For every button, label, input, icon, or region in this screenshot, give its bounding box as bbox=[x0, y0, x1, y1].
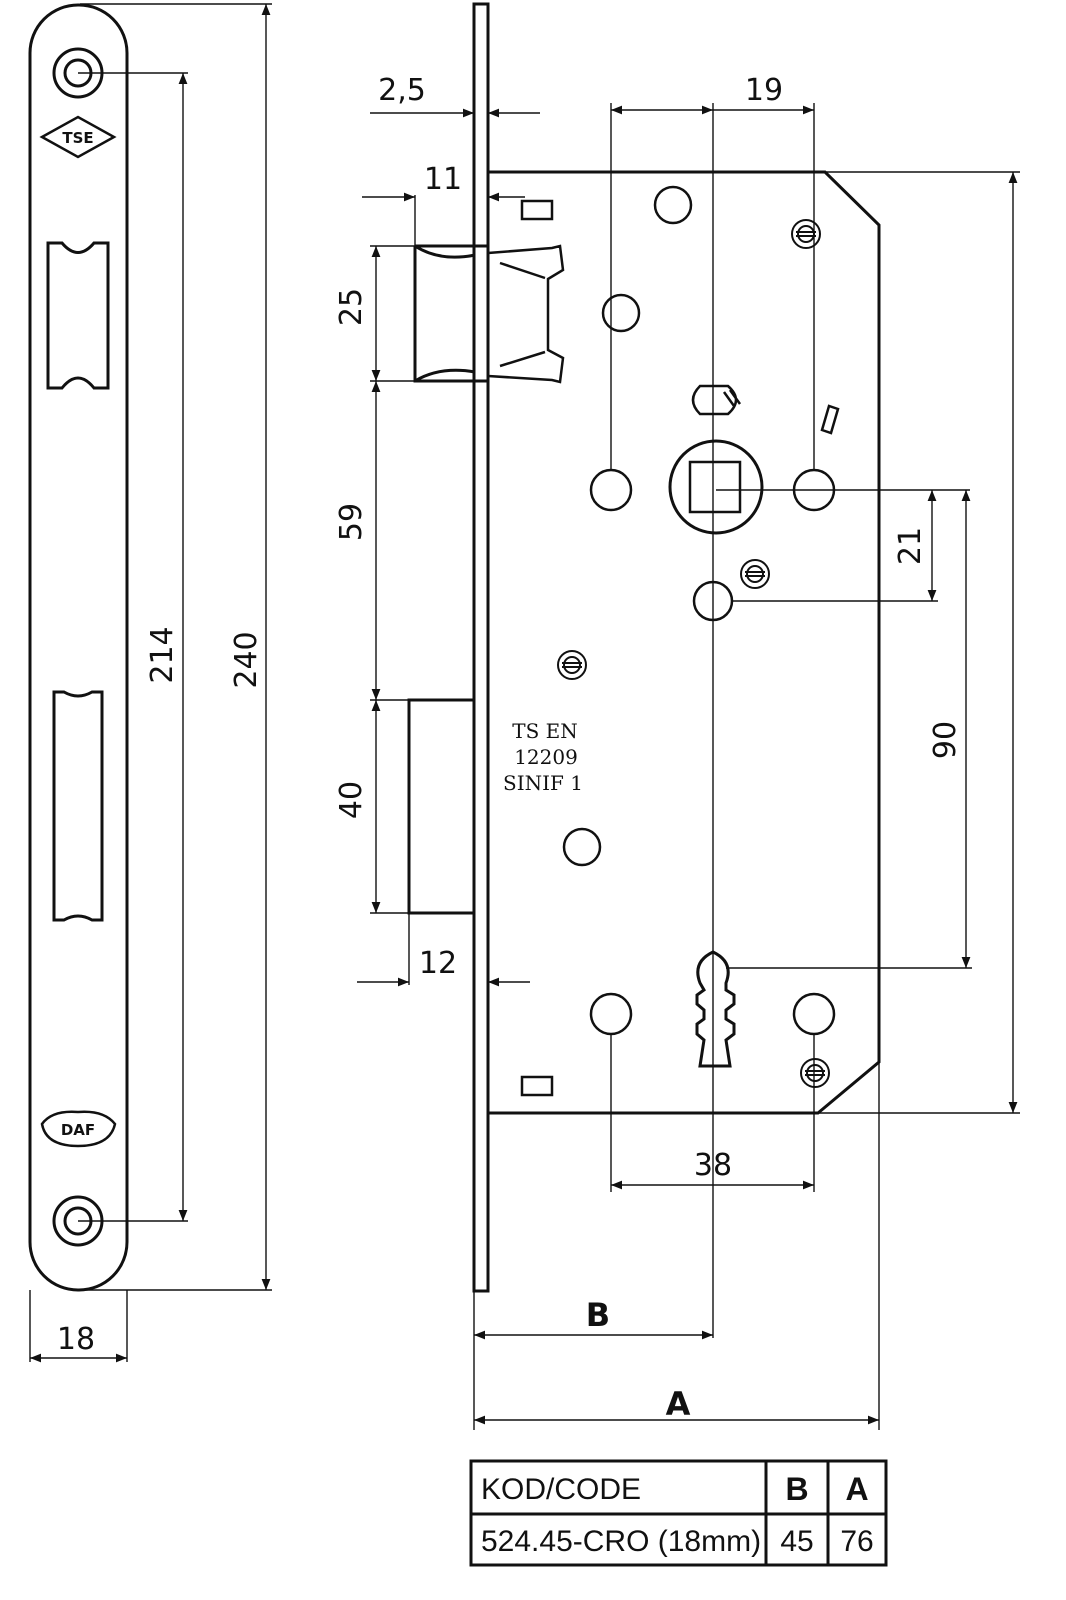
spec-table bbox=[469, 1459, 888, 1567]
table-cell-a: 76 bbox=[840, 1525, 873, 1558]
dim-40: 40 bbox=[334, 781, 369, 819]
hole-left bbox=[589, 468, 633, 512]
hole-top bbox=[653, 185, 693, 225]
standard-text-line-3: SINIF 1 bbox=[503, 771, 583, 795]
latch bbox=[413, 244, 488, 383]
standard-text-line-2: 12209 bbox=[514, 745, 578, 769]
strike-plate: TSE DAF bbox=[28, 3, 129, 1292]
strike-dimensions bbox=[29, 3, 272, 1363]
rivet bbox=[557, 650, 587, 680]
svg-text:TSE: TSE bbox=[62, 129, 93, 147]
dim-18: 18 bbox=[57, 1322, 95, 1357]
svg-text:DAF: DAF bbox=[61, 1121, 95, 1139]
lock-body bbox=[407, 2, 881, 1293]
keyhole bbox=[695, 950, 736, 1068]
dim-21: 21 bbox=[893, 527, 928, 565]
table-header-code: KOD/CODE bbox=[481, 1473, 641, 1506]
hole-upper-left bbox=[601, 293, 641, 333]
dim-11: 11 bbox=[424, 162, 462, 197]
label-b: B bbox=[586, 1296, 610, 1334]
standard-text-line-1: TS EN bbox=[512, 719, 578, 743]
dim-19: 19 bbox=[745, 73, 783, 108]
hole-middle bbox=[562, 827, 602, 867]
spring-slot bbox=[820, 404, 840, 435]
latch-slot bbox=[691, 384, 742, 416]
table-cell-code: 524.45-CRO (18mm) bbox=[481, 1525, 761, 1558]
follower bbox=[668, 439, 764, 535]
dim-214: 214 bbox=[145, 626, 180, 683]
slot-top bbox=[520, 199, 554, 221]
dim-25: 25 bbox=[334, 288, 369, 326]
rivet bbox=[740, 559, 770, 589]
hole-bottom-right bbox=[792, 992, 836, 1036]
daf-logo: DAF bbox=[40, 1110, 117, 1148]
latch-mechanism bbox=[487, 244, 565, 384]
hole-bottom-left bbox=[589, 992, 633, 1036]
dim-59: 59 bbox=[334, 503, 369, 541]
table-header-a: A bbox=[845, 1471, 868, 1507]
table-cell-b: 45 bbox=[780, 1525, 813, 1558]
strike-bolt-opening bbox=[52, 690, 104, 922]
dim-12: 12 bbox=[419, 946, 457, 981]
slot-bottom bbox=[520, 1075, 554, 1097]
table-header-b: B bbox=[785, 1471, 808, 1507]
lock-dimensions bbox=[357, 103, 1020, 1430]
dim-2-5: 2,5 bbox=[378, 73, 426, 108]
rivet bbox=[800, 1058, 830, 1088]
strike-latch-opening bbox=[46, 241, 110, 390]
lock-case bbox=[488, 170, 881, 1115]
rivet bbox=[791, 219, 821, 249]
deadbolt bbox=[407, 698, 476, 915]
dim-38: 38 bbox=[694, 1148, 732, 1183]
tse-logo: TSE bbox=[39, 115, 117, 159]
strike-plate-outline bbox=[28, 3, 129, 1292]
faceplate bbox=[472, 2, 490, 1293]
dim-90: 90 bbox=[928, 721, 963, 759]
dim-240: 240 bbox=[229, 631, 264, 688]
follower-square bbox=[688, 460, 742, 514]
label-a: A bbox=[666, 1385, 691, 1423]
